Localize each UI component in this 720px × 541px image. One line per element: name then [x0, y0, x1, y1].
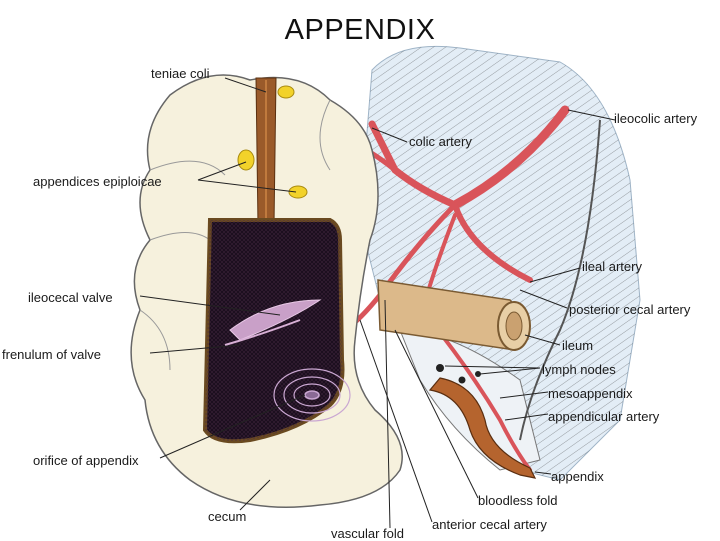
ileocolic-artery-trunk	[450, 105, 570, 210]
epiploica-fat-3	[288, 185, 308, 199]
label-frenulum-of-valve: frenulum of valve	[2, 347, 101, 362]
label-anterior-cecal-artery: anterior cecal artery	[432, 517, 547, 532]
label-ileum: ileum	[562, 338, 594, 353]
ileum-lumen-inner	[505, 311, 523, 341]
appendix-organ	[428, 377, 537, 479]
ileal-artery-branch	[452, 202, 533, 283]
appendicular-artery-vessel	[428, 318, 532, 472]
page-title: APPENDIX	[284, 14, 436, 46]
haustra-fold-2	[149, 232, 211, 241]
epiploica-fat-1	[277, 85, 295, 99]
label-ileocolic-artery: ileocolic artery	[614, 111, 698, 126]
label-bloodless-fold: bloodless fold	[478, 493, 558, 508]
haustra-fold-1	[149, 160, 226, 176]
label-mesoappendix: mesoappendix	[548, 386, 633, 401]
label-posterior-cecal-artery: posterior cecal artery	[569, 302, 691, 317]
label-vascular-fold: vascular fold	[331, 526, 404, 541]
label-appendicular-artery: appendicular artery	[548, 409, 660, 424]
colon-right-wall	[519, 119, 601, 441]
orifice-of-appendix	[273, 368, 351, 422]
label-colic-artery: colic artery	[409, 134, 472, 149]
interior-texture	[205, 220, 343, 442]
epiploica-fat-2	[237, 149, 255, 171]
frenulum	[224, 319, 301, 346]
lymph-nodes	[436, 364, 481, 384]
label-appendix: appendix	[551, 469, 604, 484]
label-ileal-artery: ileal artery	[582, 259, 642, 274]
label-cecum: cecum	[208, 509, 247, 524]
label-lymph-nodes: lymph nodes	[542, 362, 616, 377]
haustra-fold-4	[139, 309, 171, 371]
leader-lines	[139, 77, 616, 529]
label-orifice-of-appendix: orifice of appendix	[33, 453, 139, 468]
ileocecal-valve	[229, 299, 322, 341]
label-teniae-coli: teniae coli	[151, 66, 210, 81]
label-ileocecal-valve: ileocecal valve	[28, 290, 113, 305]
haustra-fold-3	[319, 99, 331, 171]
label-appendices-epiploicae: appendices epiploicae	[33, 174, 162, 189]
